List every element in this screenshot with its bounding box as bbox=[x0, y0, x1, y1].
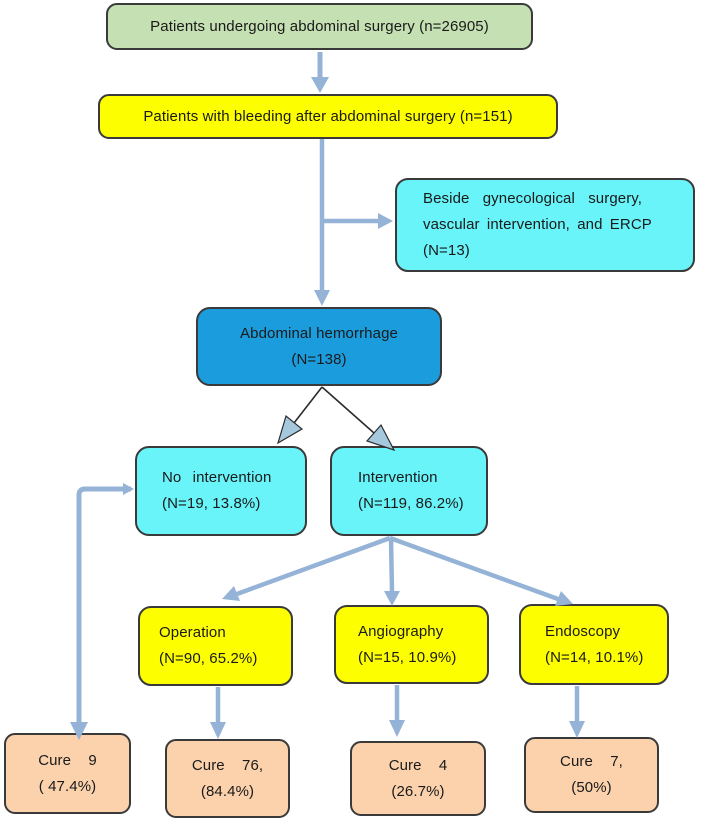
arrow-endoscopy-to-cure7 bbox=[569, 686, 585, 738]
node-cure-operation: Cure 76, (84.4%) bbox=[165, 739, 290, 818]
node-label: ( 47.4%) bbox=[38, 777, 97, 795]
node-label: No intervention bbox=[162, 469, 272, 487]
node-label: Angiography bbox=[358, 622, 444, 640]
node-label: (84.4%) bbox=[200, 782, 255, 800]
node-label: vascular intervention, and ERCP bbox=[423, 216, 652, 234]
arrow-bleeding-to-hemorrhage bbox=[314, 139, 330, 306]
node-patients-bleeding: Patients with bleeding after abdominal s… bbox=[98, 94, 558, 139]
node-label: Operation bbox=[159, 624, 226, 642]
arrow-intervention-to-operation bbox=[222, 535, 391, 601]
node-label: Endoscopy bbox=[545, 622, 621, 640]
node-label: Cure 76, bbox=[191, 756, 264, 774]
arrow-no-intervention-to-cure9 bbox=[70, 483, 134, 740]
arrow-hemorrhage-to-no-intervention bbox=[276, 386, 323, 445]
node-label: Intervention bbox=[358, 469, 438, 487]
node-label: Patients with bleeding after abdominal s… bbox=[143, 107, 513, 125]
node-label: Cure 4 bbox=[388, 756, 448, 774]
node-cure-no-intervention: Cure 9 ( 47.4%) bbox=[4, 733, 131, 814]
node-no-intervention: No intervention (N=19, 13.8%) bbox=[135, 446, 307, 536]
node-label: (26.7%) bbox=[391, 782, 445, 800]
node-label: Abdominal hemorrhage bbox=[240, 324, 398, 342]
arrow-angiography-to-cure4 bbox=[389, 685, 405, 737]
node-patients-surgery: Patients undergoing abdominal surgery (n… bbox=[106, 3, 533, 50]
node-label: (N=138) bbox=[291, 350, 347, 368]
node-label: (N=90, 65.2%) bbox=[159, 650, 258, 667]
node-label: (N=13) bbox=[423, 241, 470, 259]
node-label: (N=19, 13.8%) bbox=[162, 495, 261, 512]
node-cure-angiography: Cure 4 (26.7%) bbox=[350, 741, 486, 816]
arrow-intervention-to-endoscopy bbox=[389, 535, 573, 606]
node-intervention: Intervention (N=119, 86.2%) bbox=[330, 446, 488, 536]
node-label: (N=119, 86.2%) bbox=[358, 495, 464, 512]
node-label: (N=14, 10.1%) bbox=[545, 648, 644, 666]
node-label: Patients undergoing abdominal surgery (n… bbox=[150, 17, 489, 35]
node-exclusion: Beside gynecological surgery, vascular i… bbox=[395, 178, 695, 272]
node-label: Cure 7, bbox=[560, 753, 623, 771]
node-abdominal-hemorrhage: Abdominal hemorrhage (N=138) bbox=[196, 307, 442, 386]
node-label: Cure 9 bbox=[38, 751, 97, 769]
arrow-surgery-to-bleeding bbox=[311, 52, 329, 93]
node-angiography: Angiography (N=15, 10.9%) bbox=[334, 605, 489, 684]
node-label: (50%) bbox=[571, 779, 612, 796]
arrow-operation-to-cure76 bbox=[210, 687, 226, 739]
node-cure-endoscopy: Cure 7, (50%) bbox=[524, 737, 659, 813]
arrow-branch-to-exclusion bbox=[322, 213, 393, 229]
node-operation: Operation (N=90, 65.2%) bbox=[138, 606, 293, 686]
arrow-intervention-to-angiography bbox=[384, 537, 400, 606]
node-label: (N=15, 10.9%) bbox=[358, 648, 457, 666]
arrow-hemorrhage-to-intervention bbox=[321, 386, 396, 452]
node-endoscopy: Endoscopy (N=14, 10.1%) bbox=[519, 604, 669, 685]
node-label: Beside gynecological surgery, bbox=[423, 190, 643, 208]
